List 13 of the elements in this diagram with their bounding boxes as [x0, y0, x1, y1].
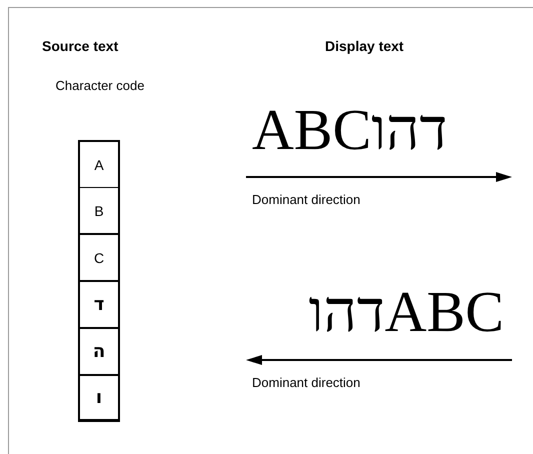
character-code-cell: C	[78, 234, 120, 281]
character-code-cell: ו	[78, 375, 120, 422]
column-heading: Source text	[42, 38, 118, 54]
character-code-cell: A	[78, 140, 120, 188]
character-code-cell: B	[78, 187, 120, 234]
display-text: ABCדהו	[308, 282, 504, 342]
character-code-cell: ה	[78, 328, 120, 375]
direction-caption: Dominant direction	[252, 375, 360, 390]
direction-caption: Dominant direction	[252, 192, 360, 207]
display-text: ABCדהו	[252, 100, 448, 160]
column-subheading: Character code	[54, 78, 146, 93]
column-heading: Display text	[325, 38, 404, 54]
character-code-cell: ד	[78, 281, 120, 328]
